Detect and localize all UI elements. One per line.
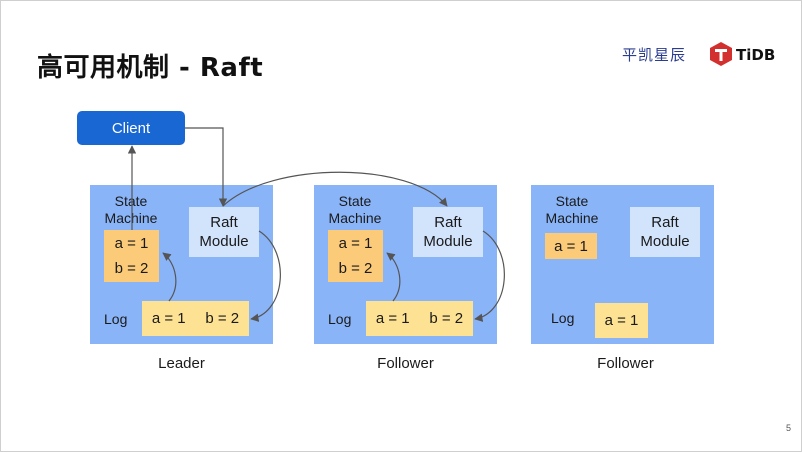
log-label: Log	[551, 310, 575, 326]
leader-node: State Machine Raft Module a = 1 b = 2 Lo…	[90, 185, 273, 344]
log-entry: b = 2	[429, 310, 464, 327]
raft-module: Raft Module	[189, 207, 259, 257]
client-label: Client	[111, 119, 151, 137]
tidb-logo-icon	[710, 42, 732, 66]
log-entries: a = 1	[595, 303, 648, 338]
raft-module: Raft Module	[413, 207, 483, 257]
node-caption-leader: Leader	[158, 355, 205, 372]
log-label: Log	[328, 311, 352, 327]
follower-node-2: State Machine Raft Module a = 1 Log a = …	[531, 185, 714, 344]
brand-name-cn: 平凯星辰	[622, 46, 687, 64]
node-caption-follower-2: Follower	[597, 355, 654, 372]
log-entries: a = 1 b = 2	[366, 301, 473, 336]
log-label: Log	[104, 311, 128, 327]
state-machine-label: State Machine	[328, 193, 382, 226]
state-machine-label: State Machine	[545, 193, 599, 226]
state-machine-values: a = 1	[545, 233, 597, 259]
log-entries: a = 1 b = 2	[142, 301, 249, 336]
log-entry: a = 1	[604, 312, 639, 329]
state-machine-values: a = 1 b = 2	[328, 230, 383, 282]
log-entry: a = 1	[375, 310, 410, 327]
brand-name: TiDB	[736, 46, 776, 64]
raft-module: Raft Module	[630, 207, 700, 257]
node-caption-follower-1: Follower	[377, 355, 434, 372]
follower-node-1: State Machine Raft Module a = 1 b = 2 Lo…	[314, 185, 497, 344]
state-machine-label: State Machine	[104, 193, 158, 226]
state-machine-values: a = 1 b = 2	[104, 230, 159, 282]
client-box: Client	[77, 111, 185, 145]
log-entry: a = 1	[151, 310, 186, 327]
page-number: 5	[785, 423, 791, 433]
log-entry: b = 2	[205, 310, 240, 327]
slide-title: 高可用机制 - Raft	[37, 53, 264, 83]
